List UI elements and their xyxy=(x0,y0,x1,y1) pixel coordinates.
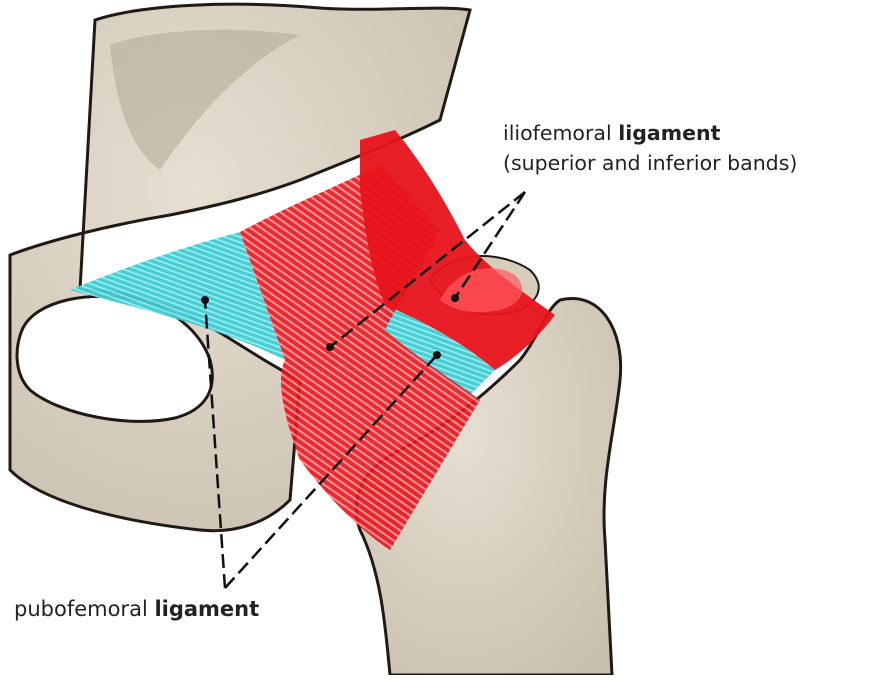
pubofemoral-ligament-label: pubofemoral ligament xyxy=(14,597,259,621)
iliofemoral-label-line2: (superior and inferior bands) xyxy=(503,148,797,178)
iliofemoral-ligament-label: iliofemoral ligament (superior and infer… xyxy=(503,118,797,178)
iliofemoral-label-bold: ligament xyxy=(618,121,720,145)
pubofemoral-label-prefix: pubofemoral xyxy=(14,597,154,621)
iliofemoral-label-line1: iliofemoral ligament xyxy=(503,118,797,148)
pointer-dot-iliofemoral-inferior xyxy=(326,343,334,351)
iliofemoral-label-prefix: iliofemoral xyxy=(503,121,618,145)
pointer-dot-pubofemoral-upper xyxy=(201,296,209,304)
pointer-dot-pubofemoral-lower xyxy=(433,351,441,359)
pubofemoral-label-bold: ligament xyxy=(154,597,259,621)
pointer-dot-iliofemoral-superior xyxy=(451,294,459,302)
